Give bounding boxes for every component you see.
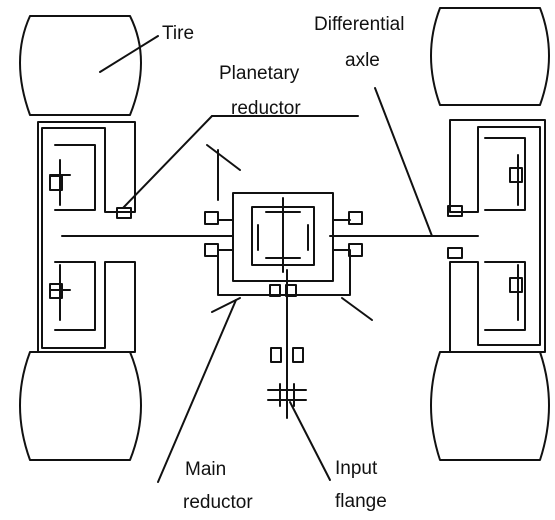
label-input-line2: flange [335,491,387,512]
label-tire: Tire [162,23,194,44]
right-hub-housing [449,119,546,353]
label-main-line1: Main [185,459,226,480]
input-shaft-bearings [270,347,304,363]
left-hub-housing [37,121,136,353]
bevel-line-left [206,144,241,171]
label-differential-line1: Differential [314,14,404,35]
leader-tire [99,35,159,73]
leader-input-flange [289,401,331,481]
leader-main-reductor [157,299,237,483]
label-planetary-line2: reductor [231,98,301,119]
right-hub-inner [484,137,526,331]
input-flange [267,383,307,407]
label-main-line2: reductor [183,492,253,513]
tire-bottom-left [19,351,142,461]
tire-bottom-right [430,351,550,461]
main-bearings [204,211,363,297]
right-bearings [447,154,523,321]
left-bearings [49,159,132,321]
left-hub-inner [54,144,96,331]
main-reductor-housing [232,192,334,282]
tire-top-right [430,7,550,106]
bevel-line-lower-right [341,297,373,321]
label-differential-line2: axle [345,50,380,71]
leader-planetary [122,115,213,209]
label-planetary-line1: Planetary [219,63,300,84]
main-reductor-outer [217,219,351,296]
label-input-line1: Input [335,458,378,479]
tire-top-left [19,15,142,116]
differential-gears [257,197,309,273]
leader-differential [374,87,433,237]
